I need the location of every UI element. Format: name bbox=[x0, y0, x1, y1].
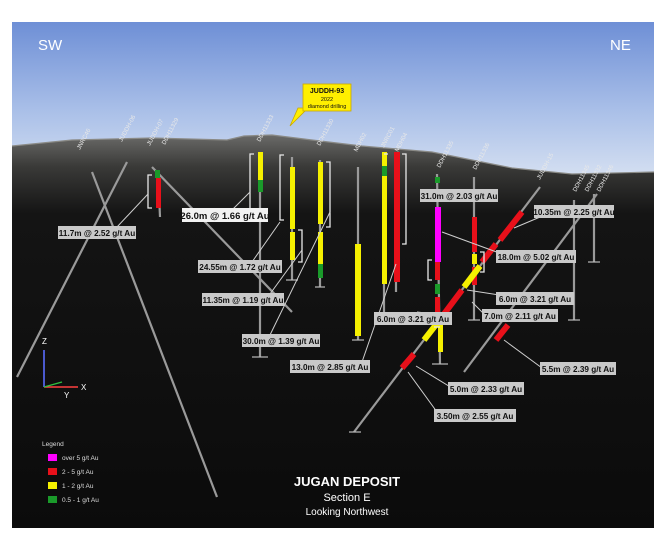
section-canvas: SW NE bbox=[12, 22, 654, 528]
axis-y-label: Y bbox=[64, 391, 70, 400]
juddh93-callout: JUDDH-93 2022 diamond drilling bbox=[289, 83, 352, 127]
trace-ticks bbox=[252, 261, 600, 433]
ground-section bbox=[12, 135, 654, 528]
svg-text:26.0m @ 1.66 g/t Au: 26.0m @ 1.66 g/t Au bbox=[180, 211, 269, 222]
intercept-label: 26.0m @ 1.66 g/t Au bbox=[180, 208, 270, 222]
callout-desc: diamond drilling bbox=[308, 104, 347, 110]
svg-text:11.35m @ 1.19 g/t Au: 11.35m @ 1.19 g/t Au bbox=[203, 296, 284, 305]
svg-text:11.7m @ 2.52 g/t Au: 11.7m @ 2.52 g/t Au bbox=[59, 229, 135, 238]
intercept-label: 30.0m @ 1.39 g/t Au bbox=[242, 334, 320, 347]
intercept-label: 5.0m @ 2.33 g/t Au bbox=[448, 382, 524, 395]
intercept-label: 18.0m @ 5.02 g/t Au bbox=[496, 250, 576, 263]
legend-label: 0.5 - 1 g/t Au bbox=[62, 497, 99, 504]
topography-line bbox=[12, 134, 654, 175]
axis-x-label: X bbox=[81, 383, 87, 392]
legend-swatch-red bbox=[48, 468, 57, 475]
interval-brackets bbox=[147, 153, 485, 328]
svg-text:7.0m @ 2.11 g/t Au: 7.0m @ 2.11 g/t Au bbox=[484, 312, 556, 321]
intercept-label: 7.0m @ 2.11 g/t Au bbox=[482, 309, 558, 322]
intercept-label: 24.55m @ 1.72 g/t Au bbox=[198, 260, 282, 273]
axis-indicator: Z X Y bbox=[42, 337, 87, 400]
intercept-label: 13.0m @ 2.85 g/t Au bbox=[290, 360, 370, 373]
svg-text:10.35m @ 2.25 g/t Au: 10.35m @ 2.25 g/t Au bbox=[533, 208, 614, 217]
legend-swatch-magenta bbox=[48, 454, 57, 461]
svg-text:3.50m @ 2.55 g/t Au: 3.50m @ 2.55 g/t Au bbox=[437, 412, 514, 421]
legend-label: over 5 g/t Au bbox=[62, 455, 99, 462]
svg-text:13.0m @ 2.85 g/t Au: 13.0m @ 2.85 g/t Au bbox=[292, 363, 369, 372]
callout-year: 2022 bbox=[321, 97, 333, 103]
svg-text:30.0m @ 1.39 g/t Au: 30.0m @ 1.39 g/t Au bbox=[243, 337, 320, 346]
intercept-label: 3.50m @ 2.55 g/t Au bbox=[434, 409, 516, 422]
svg-text:5.0m @ 2.33 g/t Au: 5.0m @ 2.33 g/t Au bbox=[450, 385, 522, 394]
axis-z-label: Z bbox=[42, 337, 47, 346]
legend-label: 2 - 5 g/t Au bbox=[62, 469, 94, 476]
intercept-label: 11.35m @ 1.19 g/t Au bbox=[202, 293, 284, 306]
legend-swatch-yellow bbox=[48, 482, 57, 489]
intercept-labels: 11.7m @ 2.52 g/t Au 26.0m @ 1.66 g/t Au … bbox=[58, 189, 616, 422]
svg-text:5.5m @ 2.39 g/t Au: 5.5m @ 2.39 g/t Au bbox=[542, 365, 614, 374]
legend: Legend over 5 g/t Au 2 - 5 g/t Au 1 - 2 … bbox=[42, 441, 99, 504]
intercept-label: 5.5m @ 2.39 g/t Au bbox=[540, 362, 616, 375]
legend-swatch-green bbox=[48, 496, 57, 503]
deposit-title: JUGAN DEPOSIT bbox=[294, 474, 400, 489]
intercept-label: 6.0m @ 3.21 g/t Au bbox=[496, 292, 574, 305]
title-block: JUGAN DEPOSIT Section E Looking Northwes… bbox=[294, 474, 400, 518]
trace-juddh06 bbox=[16, 161, 128, 378]
svg-text:24.55m @ 1.72 g/t Au: 24.55m @ 1.72 g/t Au bbox=[199, 263, 280, 272]
svg-text:6.0m @ 3.21 g/t Au: 6.0m @ 3.21 g/t Au bbox=[377, 315, 449, 324]
callout-hole: JUDDH-93 bbox=[310, 88, 344, 95]
svg-text:31.0m @ 2.03 g/t Au: 31.0m @ 2.03 g/t Au bbox=[421, 192, 498, 201]
intercept-label: 6.0m @ 3.21 g/t Au bbox=[374, 312, 452, 325]
svg-text:18.0m @ 5.02 g/t Au: 18.0m @ 5.02 g/t Au bbox=[498, 253, 575, 262]
legend-label: 1 - 2 g/t Au bbox=[62, 483, 94, 490]
svg-text:6.0m @ 3.21 g/t Au: 6.0m @ 3.21 g/t Au bbox=[499, 295, 571, 304]
legend-title: Legend bbox=[42, 441, 64, 448]
intercept-label: 31.0m @ 2.03 g/t Au bbox=[420, 189, 498, 202]
cross-section-figure: SW NE bbox=[12, 22, 654, 528]
intercept-label: 10.35m @ 2.25 g/t Au bbox=[533, 205, 615, 218]
trace-juddh07 bbox=[151, 166, 293, 313]
intercept-label: 11.7m @ 2.52 g/t Au bbox=[58, 226, 136, 239]
ne-label: NE bbox=[610, 37, 631, 54]
view-direction: Looking Northwest bbox=[306, 507, 389, 518]
sw-label: SW bbox=[38, 37, 63, 54]
section-title: Section E bbox=[323, 492, 370, 504]
